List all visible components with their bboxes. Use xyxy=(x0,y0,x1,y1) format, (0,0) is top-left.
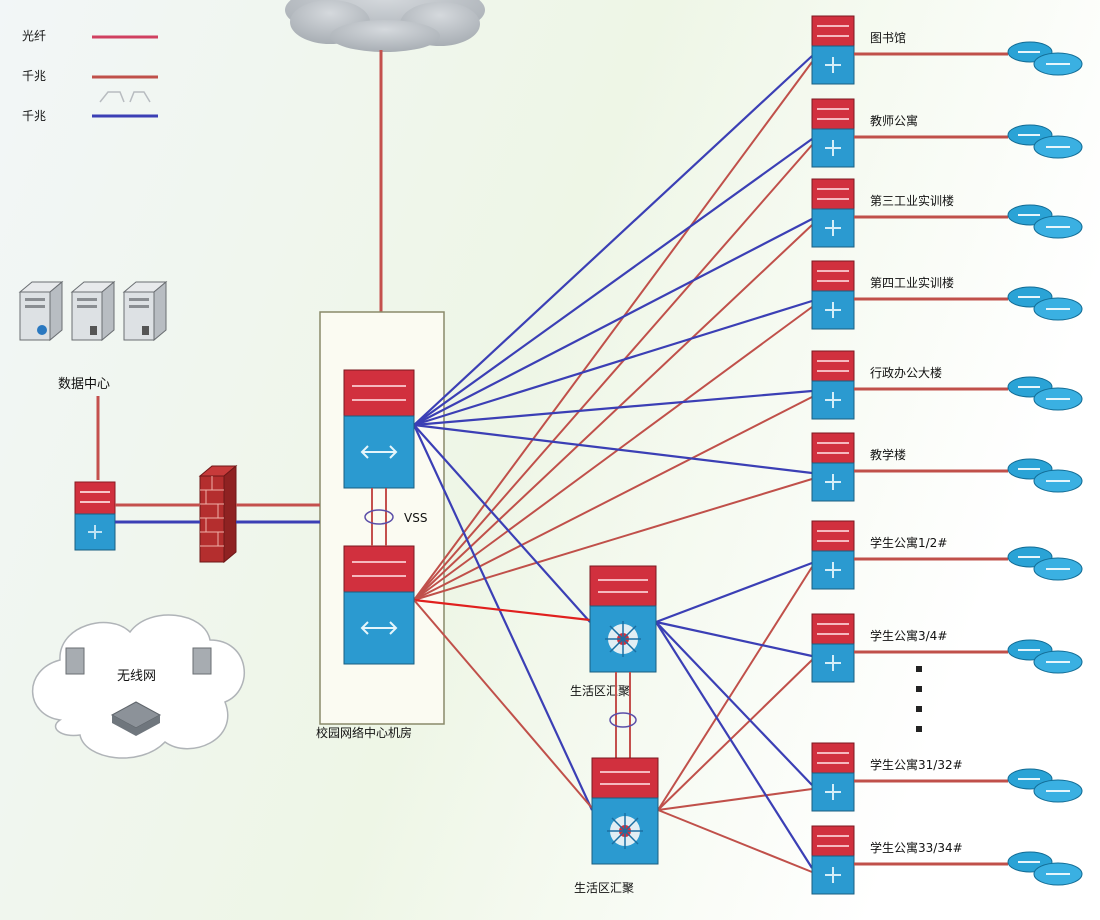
building-label: 学生公寓31/32# xyxy=(870,757,963,772)
dist-downlink-red xyxy=(657,659,813,811)
access-switch xyxy=(811,432,855,502)
dist-downlink-blue xyxy=(655,621,813,786)
access-switch-edge xyxy=(74,481,116,551)
building-row: 第四工业实训楼 xyxy=(811,260,1083,330)
access-switch xyxy=(811,260,855,330)
vss-label: VSS xyxy=(404,511,427,525)
access-switch xyxy=(811,520,855,590)
core-dist-blue-2 xyxy=(413,424,593,811)
distribution-switch-2 xyxy=(591,757,659,865)
building-network-cloud-icon xyxy=(1007,768,1083,803)
building-network-cloud-icon xyxy=(1007,851,1083,886)
core-dist-red-2 xyxy=(413,599,593,809)
core-uplink-blue xyxy=(413,299,813,427)
building-network-cloud-icon xyxy=(1007,124,1083,159)
link-group xyxy=(413,55,813,873)
dist-ring xyxy=(609,712,637,728)
building-label: 教学楼 xyxy=(870,447,906,462)
building-row: 学生公寓1/2# xyxy=(811,520,1083,590)
legend-label-gigabit-red: 千兆 xyxy=(22,69,46,83)
legend-label-fiber: 光纤 xyxy=(22,29,46,43)
access-switch xyxy=(811,825,855,895)
building-label: 学生公寓3/4# xyxy=(870,628,947,643)
core-uplink-blue xyxy=(413,389,813,427)
building-label: 第四工业实训楼 xyxy=(870,275,954,290)
core-room-label: 校园网络中心机房 xyxy=(316,725,412,740)
dist-downlink-blue xyxy=(655,621,813,869)
building-network-cloud-icon xyxy=(1007,546,1083,581)
wireless-label: 无线网 xyxy=(117,669,156,684)
building-row: 学生公寓3/4# xyxy=(811,613,1083,683)
dist-downlink-blue xyxy=(655,620,813,658)
core-uplink-red xyxy=(413,144,813,601)
data-center-label: 数据中心 xyxy=(58,377,110,392)
core-uplink-blue xyxy=(413,138,813,426)
ellipsis-dots xyxy=(916,666,922,732)
building-label: 学生公寓33/34# xyxy=(870,840,963,855)
building-row: 第三工业实训楼 xyxy=(811,178,1083,248)
dist-downlink-red xyxy=(657,788,813,811)
access-switch xyxy=(811,742,855,812)
building-network-cloud-icon xyxy=(1007,376,1083,411)
building-label: 学生公寓1/2# xyxy=(870,535,947,550)
building-network-cloud-icon xyxy=(1007,204,1083,239)
building-row: 教师公寓 xyxy=(811,98,1083,168)
core-switch-2 xyxy=(343,545,415,665)
building-network-cloud-icon xyxy=(1007,41,1083,76)
building-network-cloud-icon xyxy=(1007,458,1083,493)
building-network-cloud-icon xyxy=(1007,286,1083,321)
building-label: 行政办公大楼 xyxy=(870,365,942,380)
core-dist-red-1 xyxy=(413,598,591,622)
legend-label-gigabit-blue: 千兆 xyxy=(22,109,46,123)
building-row: 学生公寓31/32# xyxy=(811,742,1083,812)
access-switch xyxy=(811,350,855,420)
dist-2-label: 生活区汇聚 xyxy=(574,881,634,895)
building-row: 行政办公大楼 xyxy=(811,350,1083,420)
core-dist-blue-1 xyxy=(413,424,591,623)
core-uplink-blue xyxy=(413,218,813,426)
core-uplink-red xyxy=(413,224,813,601)
building-label: 教师公寓 xyxy=(870,113,918,128)
core-uplink-red xyxy=(413,306,813,601)
building-row: 图书馆 xyxy=(811,15,1083,85)
access-switch xyxy=(811,15,855,85)
legend-decoration xyxy=(99,91,151,103)
building-row: 教学楼 xyxy=(811,432,1083,502)
core-uplink-red xyxy=(413,61,813,601)
server-rack-icon xyxy=(18,280,168,342)
core-uplink-blue xyxy=(413,55,813,426)
building-label: 图书馆 xyxy=(870,30,906,45)
core-uplink-blue xyxy=(413,423,813,475)
wireless-cloud-icon xyxy=(32,614,246,759)
internet-cloud-icon xyxy=(285,0,485,52)
access-switch xyxy=(811,98,855,168)
distribution-switch-1 xyxy=(589,565,657,673)
access-switch xyxy=(811,178,855,248)
building-row: 学生公寓33/34# xyxy=(811,825,1083,895)
dist-1-label: 生活区汇聚 xyxy=(570,684,630,698)
building-label: 第三工业实训楼 xyxy=(870,193,954,208)
dist-downlink-red xyxy=(657,566,813,811)
legend: 光纤 千兆 千兆 xyxy=(22,29,158,123)
firewall-icon xyxy=(198,464,238,564)
core-switch-1 xyxy=(343,369,415,489)
vss-ring xyxy=(364,509,394,525)
building-network-cloud-icon xyxy=(1007,639,1083,674)
access-switch xyxy=(811,613,855,683)
core-uplink-red xyxy=(413,478,813,601)
dist-downlink-blue xyxy=(655,561,813,624)
dist-downlink-red xyxy=(657,809,813,873)
